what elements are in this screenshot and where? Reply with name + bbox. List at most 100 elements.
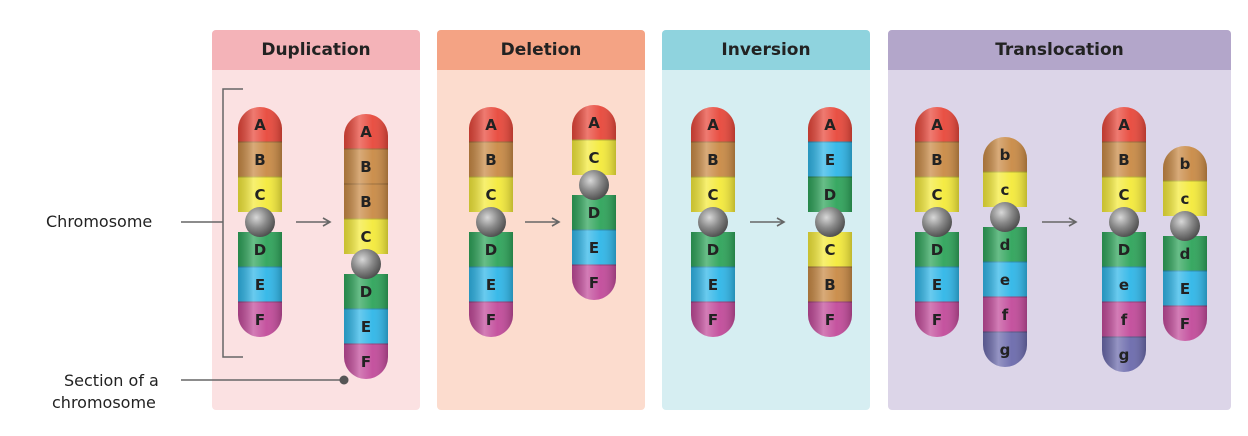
- chromosome-shading: [238, 107, 282, 212]
- gene-label-E: E: [255, 276, 265, 294]
- gene-label-c: c: [1001, 181, 1010, 199]
- gene-label-E: E: [708, 276, 718, 294]
- gene-label-F: F: [486, 311, 496, 329]
- gene-label-f: f: [1121, 311, 1128, 329]
- gene-label-g: g: [1000, 341, 1011, 359]
- gene-label-C: C: [588, 149, 599, 167]
- section-label-line2: chromosome: [52, 393, 156, 412]
- chromosome-shading: [572, 105, 616, 175]
- gene-label-D: D: [824, 186, 836, 204]
- chromosome-layer: ABCDEFABBCDEFABCDEFACDEFABCDEFAEDCBFABCD…: [238, 105, 1207, 379]
- chromosome-shading: [1102, 107, 1146, 212]
- gene-label-D: D: [360, 283, 372, 301]
- gene-label-e: e: [1000, 271, 1010, 289]
- gene-label-b: b: [1180, 155, 1191, 173]
- gene-label-F: F: [589, 274, 599, 292]
- chromosome-shading: [1102, 232, 1146, 372]
- chromosome-shading: [1163, 146, 1207, 216]
- gene-label-C: C: [931, 186, 942, 204]
- gene-label-F: F: [932, 311, 942, 329]
- chromosome-translocation-after-2: bc dEF: [1163, 146, 1207, 341]
- gene-label-D: D: [485, 241, 497, 259]
- centromere: [698, 207, 728, 237]
- gene-label-F: F: [361, 353, 371, 371]
- gene-label-C: C: [1118, 186, 1129, 204]
- section-pointer-dot: [339, 375, 349, 385]
- gene-label-D: D: [707, 241, 719, 259]
- chromosome-shading: [572, 195, 616, 300]
- gene-label-B: B: [360, 193, 371, 211]
- gene-label-E: E: [361, 318, 371, 336]
- gene-label-E: E: [1180, 280, 1190, 298]
- panel-title-inversion: Inversion: [662, 30, 870, 70]
- gene-label-F: F: [1180, 315, 1190, 333]
- chromosome-shading: [983, 227, 1027, 367]
- centromere: [476, 207, 506, 237]
- gene-label-d: d: [1000, 236, 1011, 254]
- centromere: [245, 207, 275, 237]
- gene-label-C: C: [485, 186, 496, 204]
- chromosome-shading: [469, 107, 513, 212]
- chromosome-shading: [344, 114, 388, 254]
- gene-label-F: F: [708, 311, 718, 329]
- gene-label-F: F: [255, 311, 265, 329]
- gene-label-B: B: [1118, 151, 1129, 169]
- panel-title-translocation: Translocation: [888, 30, 1231, 70]
- chromosome-label: Chromosome: [46, 212, 153, 231]
- gene-label-B: B: [485, 151, 496, 169]
- gene-label-B: B: [824, 276, 835, 294]
- centromere: [351, 249, 381, 279]
- gene-label-A: A: [485, 116, 497, 134]
- chromosome-shading: [691, 107, 735, 212]
- gene-label-B: B: [254, 151, 265, 169]
- gene-label-D: D: [1118, 241, 1130, 259]
- gene-label-A: A: [360, 123, 372, 141]
- chromosome-shading: [915, 107, 959, 212]
- centromere: [990, 202, 1020, 232]
- panel-title-duplication: Duplication: [212, 30, 420, 70]
- gene-label-g: g: [1119, 346, 1130, 364]
- gene-label-A: A: [931, 116, 943, 134]
- gene-label-B: B: [707, 151, 718, 169]
- gene-label-d: d: [1180, 245, 1191, 263]
- chromosome-shading: [469, 232, 513, 337]
- gene-label-f: f: [1002, 306, 1009, 324]
- annotation-layer: [181, 88, 1078, 385]
- chromosome-shading: [344, 274, 388, 379]
- panel-title-deletion: Deletion: [437, 30, 645, 70]
- gene-label-A: A: [588, 114, 600, 132]
- chromosome-shading: [808, 232, 852, 337]
- gene-label-c: c: [1181, 190, 1190, 208]
- gene-label-B: B: [931, 151, 942, 169]
- chromosome-shading: [983, 137, 1027, 207]
- chromosome-shading: [1163, 236, 1207, 341]
- chromosome-shading: [238, 232, 282, 337]
- gene-label-C: C: [824, 241, 835, 259]
- chromosome-shading: [691, 232, 735, 337]
- gene-label-D: D: [931, 241, 943, 259]
- chromosome-shading: [808, 107, 852, 212]
- gene-label-C: C: [360, 228, 371, 246]
- centromere: [1170, 211, 1200, 241]
- gene-label-A: A: [254, 116, 266, 134]
- centromere: [815, 207, 845, 237]
- gene-label-E: E: [589, 239, 599, 257]
- gene-label-C: C: [707, 186, 718, 204]
- chromosome-bracket: [222, 88, 243, 358]
- centromere: [579, 170, 609, 200]
- gene-label-e: e: [1119, 276, 1129, 294]
- gene-label-E: E: [825, 151, 835, 169]
- gene-label-A: A: [1118, 116, 1130, 134]
- section-label-line1: Section of a: [64, 371, 159, 390]
- centromere: [1109, 207, 1139, 237]
- gene-label-F: F: [825, 311, 835, 329]
